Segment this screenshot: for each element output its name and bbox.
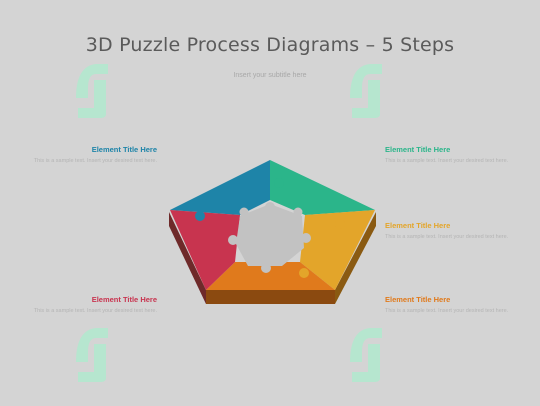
puzzle-knob-blue-green xyxy=(274,178,284,188)
step-3-title: Element Title Here xyxy=(385,221,451,230)
step-1-title: Element Title Here xyxy=(91,145,157,154)
puzzle-piece-green xyxy=(270,160,375,215)
step-5-block: Element Title Here This is a sample text… xyxy=(22,295,157,315)
step-4-block: Element Title Here This is a sample text… xyxy=(385,295,520,315)
step-3-block: Element Title Here This is a sample text… xyxy=(385,221,520,241)
puzzle-knob-left xyxy=(228,235,238,245)
step-1-block: Element Title Here This is a sample text… xyxy=(22,145,157,165)
step-2-block: Element Title Here This is a sample text… xyxy=(385,145,520,165)
step-4-text: This is a sample text. Insert your desir… xyxy=(385,308,509,314)
puzzle-knob-green-yellow xyxy=(335,219,345,229)
pentagon-side-bottom xyxy=(206,290,335,304)
puzzle-piece-blue xyxy=(170,160,270,215)
puzzle-knob-upper-left xyxy=(239,207,249,217)
pentagon-side-left xyxy=(169,212,206,304)
puzzle-center-piece xyxy=(236,204,304,266)
puzzle-knob-red-blue xyxy=(195,211,205,221)
puzzle-knob-bottom xyxy=(261,263,271,273)
watermark-logo-bottom-right xyxy=(350,328,382,382)
puzzle-knob-top xyxy=(265,202,275,212)
step-4-title: Element Title Here xyxy=(385,295,451,304)
page-title: 3D Puzzle Process Diagrams – 5 Steps xyxy=(85,34,455,56)
pentagon-side-right xyxy=(335,212,376,304)
step-5-title: Element Title Here xyxy=(91,295,157,304)
page-subtitle: Insert your subtitle here xyxy=(233,72,307,79)
step-1-text: This is a sample text. Insert your desir… xyxy=(33,158,157,164)
step-2-title: Element Title Here xyxy=(385,145,451,154)
puzzle-knob-right xyxy=(301,233,311,243)
puzzle-knob-upper-right xyxy=(293,207,303,217)
puzzle-knob-orange-red xyxy=(211,257,221,267)
puzzle-knob-yellow-orange xyxy=(299,268,309,278)
watermark-logo-top-right xyxy=(350,64,382,118)
step-5-text: This is a sample text. Insert your desir… xyxy=(33,308,157,314)
watermark-logo-top-left xyxy=(76,64,108,118)
step-3-text: This is a sample text. Insert your desir… xyxy=(385,234,509,240)
puzzle-piece-yellow xyxy=(300,210,375,290)
watermark-logo-bottom-left xyxy=(76,328,108,382)
step-2-text: This is a sample text. Insert your desir… xyxy=(385,158,509,164)
puzzle-piece-red xyxy=(170,210,240,290)
